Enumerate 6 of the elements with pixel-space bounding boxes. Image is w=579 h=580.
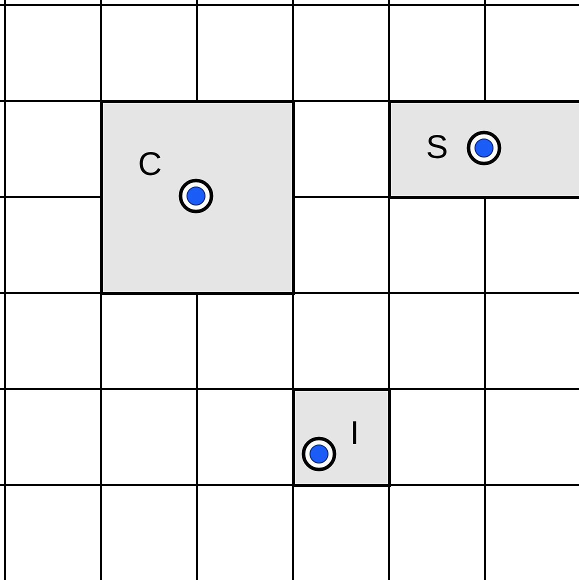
shaded-region: [388, 100, 579, 199]
point-label: C: [138, 147, 162, 180]
shaded-region: [292, 388, 391, 487]
point-label: I: [350, 416, 360, 449]
point-label: S: [426, 130, 448, 163]
shaded-region: [100, 100, 295, 295]
